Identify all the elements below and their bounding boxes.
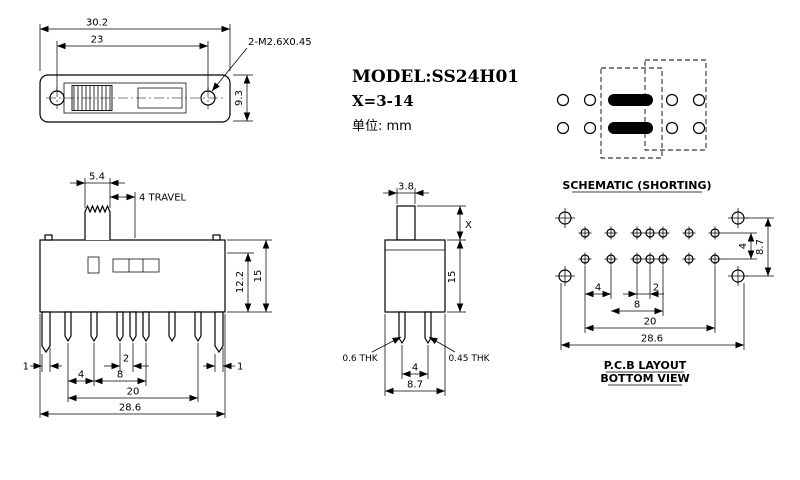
terminal-pin bbox=[142, 311, 150, 343]
model-number: MODEL:SS24H01 bbox=[352, 67, 519, 87]
dim-front-total-height: 15 bbox=[253, 270, 264, 283]
dim-pcb-overall: 28.6 bbox=[641, 334, 663, 345]
actuator-knob-side bbox=[396, 205, 416, 241]
body-detail-square bbox=[87, 256, 100, 274]
dim-pcb-center-gap: 2 bbox=[653, 283, 659, 294]
shorting-bar-top bbox=[608, 94, 653, 106]
terminal-pin-front-row bbox=[398, 311, 406, 345]
switch-body-side-outline bbox=[384, 239, 446, 313]
schematic-caption: SCHEMATIC (SHORTING) bbox=[562, 179, 711, 192]
dim-side-row-spacing: 4 bbox=[412, 363, 418, 374]
dim-front-pin-span: 20 bbox=[127, 387, 140, 398]
dim-pcb-row-spacing: 4 bbox=[738, 243, 749, 249]
support-tab-left bbox=[41, 311, 51, 354]
dim-side-body-width: 8.7 bbox=[407, 380, 423, 391]
bent-tab-right bbox=[212, 234, 221, 241]
dim-side-body-height: 15 bbox=[447, 271, 458, 284]
contact-terminal bbox=[692, 121, 706, 135]
switch-body-front-outline bbox=[39, 239, 226, 313]
support-tab-right bbox=[214, 311, 224, 354]
top-view: 30.2 23 2-M2.6X0.45 9.3 bbox=[39, 18, 312, 123]
thickness-note-left: 0.6 THK bbox=[342, 354, 378, 364]
shorting-bar-bottom bbox=[608, 122, 653, 134]
dim-front-center-gap: 2 bbox=[123, 354, 129, 365]
dim-pcb-body-width: 8.7 bbox=[755, 239, 766, 255]
pcb-mounting-holes bbox=[555, 208, 748, 286]
contact-terminal bbox=[665, 93, 679, 107]
contact-terminal bbox=[556, 93, 570, 107]
dim-front-right-tab: 1 bbox=[237, 362, 243, 373]
schematic-view: SCHEMATIC (SHORTING) bbox=[556, 59, 712, 193]
dim-front-knob-width: 5.4 bbox=[89, 172, 105, 183]
thread-note: 2-M2.6X0.45 bbox=[248, 37, 312, 48]
dim-front-overall: 28.6 bbox=[119, 403, 141, 414]
x-range: X=3-14 bbox=[352, 92, 414, 110]
body-detail-slot bbox=[112, 258, 160, 273]
actuator-knob-front bbox=[84, 204, 111, 240]
pcb-pin-holes bbox=[578, 226, 722, 266]
terminal-pin-back-row bbox=[424, 311, 432, 345]
dim-top-overall-width: 30.2 bbox=[86, 18, 108, 29]
terminal-pin bbox=[168, 311, 176, 343]
contact-terminal bbox=[556, 121, 570, 135]
pcb-caption-line2: BOTTOM VIEW bbox=[600, 372, 689, 385]
contact-terminal bbox=[583, 121, 597, 135]
contact-terminal bbox=[583, 93, 597, 107]
dim-pcb-pin-span: 20 bbox=[644, 317, 657, 328]
terminal-pin bbox=[194, 311, 202, 343]
contact-terminal bbox=[665, 121, 679, 135]
title-block: MODEL:SS24H01 X=3-14 单位: mm bbox=[352, 67, 519, 134]
dim-front-pitch: 4 bbox=[78, 370, 84, 381]
side-view: 3.8 X 15 0.6 THK 0.45 THK 4 8.7 bbox=[342, 182, 491, 396]
terminal-pin bbox=[64, 311, 72, 343]
dim-top-hole-spacing: 23 bbox=[91, 35, 104, 46]
dim-front-body-height: 12.2 bbox=[235, 271, 246, 293]
thickness-note-right: 0.45 THK bbox=[448, 354, 490, 364]
terminal-pin bbox=[90, 311, 98, 343]
pcb-layout-view: 4 8.7 4 2 8 20 28.6 P.C.B LAYOUT BOTTOM … bbox=[555, 208, 774, 386]
terminal-pin bbox=[116, 311, 124, 343]
unit-label: 单位: mm bbox=[352, 119, 412, 134]
dim-side-knob-width: 3.8 bbox=[398, 182, 414, 193]
dim-top-height: 9.3 bbox=[234, 90, 245, 106]
front-view: 5.4 4 TRAVEL 12.2 15 1 2 1 bbox=[23, 172, 272, 418]
dim-pcb-group: 8 bbox=[634, 300, 640, 311]
travel-note: 4 TRAVEL bbox=[139, 193, 187, 204]
contact-terminal bbox=[692, 93, 706, 107]
bent-tab-left bbox=[44, 234, 53, 241]
slider-position-box-left bbox=[600, 67, 663, 159]
dim-front-left-tab: 1 bbox=[23, 362, 29, 373]
dim-side-actuator-height: X bbox=[465, 220, 472, 231]
dim-front-group: 8 bbox=[117, 370, 123, 381]
pcb-caption-line1: P.C.B LAYOUT bbox=[604, 359, 687, 372]
dim-pcb-pitch: 4 bbox=[595, 283, 601, 294]
terminal-pin bbox=[129, 311, 137, 343]
